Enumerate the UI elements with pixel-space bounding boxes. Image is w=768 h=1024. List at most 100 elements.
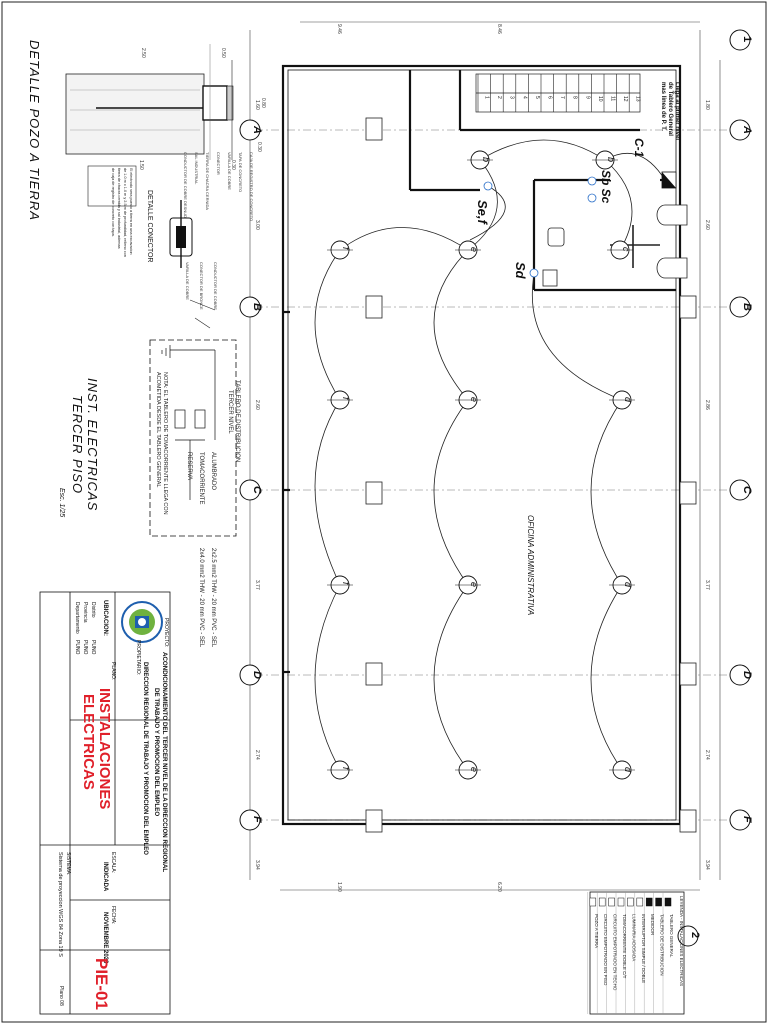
tb-provincia-value: PUNO [82, 640, 88, 655]
ground-note-0: CAJA DE REGISTRO DE CONCRETO [249, 152, 254, 221]
stairs-note: Llega al primer nivel de Tablero General… [660, 82, 680, 140]
dim-top-5: 3.94 [704, 860, 710, 870]
axis-label-A: A [741, 125, 753, 134]
axis-label-C: C [741, 486, 753, 495]
legend-frame [589, 891, 685, 1015]
tb-escala-value: INDICADA [102, 862, 108, 892]
luminaire-label-f: f [341, 397, 351, 401]
spec-line-3: tierra de chacra cernida y sal industria… [117, 168, 121, 249]
distribution-board-c1 [661, 171, 677, 189]
sheet-titles: DETALLE POZO A TIERRA INST. ELECTRICAS T… [27, 40, 100, 517]
dim-top-4: 2.74 [704, 750, 710, 760]
tb-distrito-value: PUNO [90, 640, 96, 655]
legend-row-1: TABLERO DE DISTRIBUCION [660, 914, 665, 976]
stair-step-5: 5 [534, 96, 540, 99]
tb-plano-2: ELECTRICAS [80, 694, 97, 790]
ground-note-5: SAL INDUSTRIAL [194, 152, 199, 185]
legend-row-5: TOMACORRIENTE DOBLE C/T [622, 914, 627, 979]
legend-row-6: CIRCUITO EMPOTRADO EN TECHO [613, 914, 618, 991]
ground-note-2: VARILLA DE COBRE [227, 152, 232, 190]
dim-bottom-0: 1.60 [254, 100, 260, 110]
tb-departamento-label: Departamento [74, 602, 80, 634]
dimension-lines [249, 21, 721, 891]
board-cable-1: 2x2.5 mm2 THW - 20 mm PVC - SEL [210, 548, 216, 648]
axis-grid [255, 129, 730, 821]
stair-step-6: 6 [547, 96, 553, 99]
spec-line-4: de caja de registro de concreto con tapa… [111, 168, 115, 237]
stair-step-2: 2 [496, 96, 502, 99]
tb-sheet-number: Plano 08 [58, 986, 64, 1006]
board-schematic-lines [161, 345, 216, 500]
dim-right-0: 9.46 [336, 24, 342, 34]
dim-bottom-5: 3.94 [254, 860, 260, 870]
tb-proyecto-2: DE TRABAJO Y PROMOCION DEL EMPLEO [153, 688, 160, 816]
luminaire-label-f: f [341, 247, 351, 251]
luminaire-label-b: b [606, 157, 616, 162]
tb-distrito-label: Distrito [90, 602, 96, 618]
axis-bubble-B [729, 296, 751, 318]
ground-spec-text: El electrodo sera puesto a tierra en una… [111, 168, 133, 257]
stairs-note-line3: mas linea de P. T. [660, 82, 666, 131]
sink-icon [547, 227, 565, 247]
axis-bubble-C [239, 479, 261, 501]
axis-number-2: 2 [689, 932, 701, 938]
spec-line-2: de 1.0 m x 1.0 m y 2.5 m de profundidad,… [123, 168, 127, 257]
board-cable-2: 2x4.0 mm2 THW - 20 mm PVC - SEL [198, 548, 204, 648]
title-block-text: UBICACION: Distrito PUNO Provincia PUNO … [57, 600, 169, 1010]
ground-dim-3: 0.30 [256, 142, 262, 152]
stairs [475, 73, 641, 113]
spec-line-1: El electrodo sera puesto a tierra en una… [129, 168, 133, 255]
axis-bubble-C [729, 479, 751, 501]
legend-symbol-icon [589, 897, 597, 907]
axis-label-A: A [251, 125, 263, 134]
legend-symbol-icon [598, 897, 606, 907]
board-schematic-frame [149, 339, 237, 537]
legend-symbol-icon [608, 897, 615, 907]
axis-label-D: D [741, 671, 753, 679]
dim-right-1: 8.46 [496, 24, 502, 34]
stair-step-10: 10 [597, 96, 603, 102]
dim-bottom-3: 3.77 [254, 580, 260, 590]
label-sef: Se,f [475, 200, 490, 226]
stair-step-4: 4 [521, 96, 527, 99]
switch-sc-icon [587, 193, 597, 203]
stair-step-12: 12 [622, 96, 628, 102]
ground-dim-0: 2.50 [140, 48, 146, 58]
title-scale: Esc. 1/25 [58, 488, 65, 517]
board-note-2: ACOMETIDA DESDE EL TABLERO GENERAL [155, 372, 161, 487]
title-ground-well: DETALLE POZO A TIERRA [27, 40, 42, 221]
legend-heading: LEYENDA - INSTALACIONES ELECTRICAS [679, 896, 684, 986]
ground-note-4: TIERRA DE CHACRA CERNIDA [205, 152, 210, 210]
luminaire-label-d: d [623, 397, 633, 403]
luminaire-label-f: f [341, 582, 351, 586]
tb-sheet-code: PIE-01 [92, 958, 111, 1010]
axis-bubble-B [239, 296, 261, 318]
connector-detail [169, 200, 193, 268]
dim-top-0: 1.80 [704, 100, 710, 110]
legend-row-0: TABLERO GENERAL [669, 914, 674, 958]
stair-step-8: 8 [572, 96, 578, 99]
dim-left-0: 1.90 [336, 882, 342, 892]
tb-propietario-label: PROPIETARIO: [135, 640, 141, 675]
tb-sistema-value: Sistema de proyeccion WGS 84 Zona 19 S [57, 852, 63, 957]
tb-proyecto-1: ACONDICIONAMIENTO DEL TERCER NIVEL DE LA… [161, 652, 168, 872]
ground-dim-2: 0.80 [260, 98, 266, 108]
luminaire-label-d: d [623, 767, 633, 773]
dim-bottom-2: 2.60 [254, 400, 260, 410]
legend-row-4: LUMINARIA ADOSADA [631, 914, 636, 961]
luminaire-label-c: c [621, 247, 631, 252]
axis-number-1: 1 [741, 36, 753, 42]
stairs-note-line2: de Tablero General [667, 82, 673, 136]
board-row-reserva: RESERVA [186, 452, 192, 480]
ground-well-detail [65, 44, 234, 160]
axis-label-B: B [251, 303, 263, 311]
bathroom-fixtures [542, 204, 688, 287]
dimension-text: 1.802.602.863.772.743.941.603.002.603.77… [254, 24, 710, 892]
board-note-1: NOTA: EL TABLERO DE TOMACORRIENTE LLEGA … [162, 372, 168, 515]
switch-sb-icon [587, 176, 597, 186]
connector-note-1: CONECTOR DE BRONCE [199, 262, 204, 310]
switches [483, 176, 597, 278]
ground-note-3: CONECTOR [216, 152, 221, 175]
tb-departamento-value: PUNO [74, 640, 80, 655]
